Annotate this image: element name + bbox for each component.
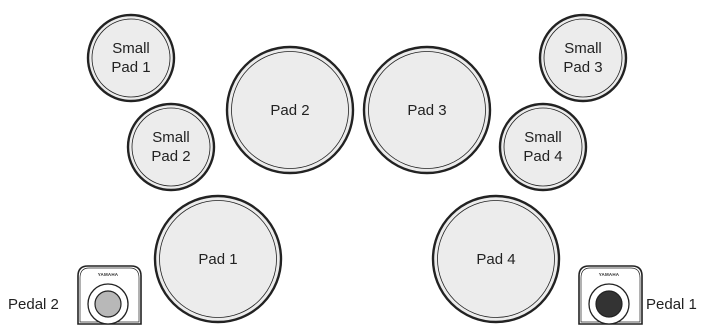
pad-2-label: Pad 2 (270, 102, 309, 119)
small-pad-4-label-line1: Small (524, 129, 562, 146)
pad-4[interactable]: Pad 4 (431, 194, 561, 324)
pedal-1[interactable]: YAMAHA (578, 265, 643, 325)
pad-2[interactable]: Pad 2 (225, 45, 355, 175)
small-pad-3-label-line1: Small (564, 40, 602, 57)
small-pad-4[interactable]: Small Pad 4 (498, 102, 588, 192)
small-pad-1[interactable]: Small Pad 1 (86, 13, 176, 103)
pad-3[interactable]: Pad 3 (362, 45, 492, 175)
pedal-1-brand: YAMAHA (599, 272, 620, 277)
pad-1[interactable]: Pad 1 (153, 194, 283, 324)
pedal-2-brand: YAMAHA (98, 272, 119, 277)
pedal-2[interactable]: YAMAHA (77, 265, 142, 325)
pad-3-label: Pad 3 (407, 102, 446, 119)
small-pad-1-label-line1: Small (112, 40, 150, 57)
pad-4-label: Pad 4 (476, 251, 515, 268)
small-pad-3[interactable]: Small Pad 3 (538, 13, 628, 103)
small-pad-4-label-line2: Pad 4 (523, 148, 562, 165)
small-pad-2-label-line1: Small (152, 129, 190, 146)
small-pad-2-label-line2: Pad 2 (151, 148, 190, 165)
small-pad-1-label-line2: Pad 1 (111, 59, 150, 76)
pedal-2-label: Pedal 2 (8, 296, 59, 313)
pedal-1-label: Pedal 1 (646, 296, 697, 313)
pad-1-label: Pad 1 (198, 251, 237, 268)
small-pad-3-label-line2: Pad 3 (563, 59, 602, 76)
small-pad-2[interactable]: Small Pad 2 (126, 102, 216, 192)
